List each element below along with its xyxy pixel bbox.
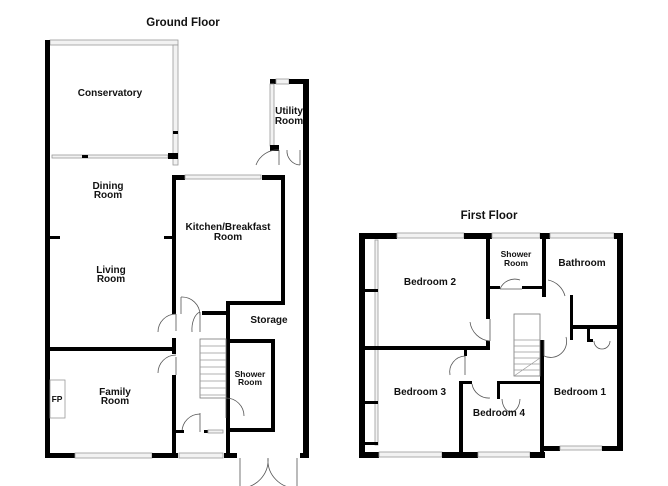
shower-room-door[interactable] (225, 397, 245, 418)
bedroom4-door[interactable] (471, 383, 491, 399)
room-label-family: Family (99, 387, 131, 398)
room-label-conservatory: Conservatory (78, 88, 143, 99)
first-floor-title: First Floor (461, 210, 518, 222)
room-label-storage: Storage (250, 315, 288, 326)
french-doors[interactable] (239, 457, 298, 486)
family-room-door[interactable] (157, 354, 177, 375)
first-floor-stairs (513, 313, 541, 377)
utility-door[interactable] (255, 149, 301, 166)
bedroom4-cupboard-doors[interactable] (501, 398, 521, 413)
wardrobe-fronts (374, 239, 379, 446)
utility-window-side (269, 83, 275, 147)
bedroom1-cupboard-doors[interactable] (593, 340, 611, 350)
fireplace (49, 379, 66, 419)
room-label-living: Room (97, 274, 125, 285)
room-label-bedroom1: Bedroom 1 (554, 387, 607, 398)
room-label-shower: Shower (235, 369, 266, 379)
shower-room-door[interactable] (499, 278, 522, 290)
hall-window (178, 452, 224, 459)
room-label-living: Living (96, 265, 125, 276)
room-label-bathroom: Bathroom (558, 258, 605, 269)
shower-room-window (491, 232, 541, 239)
wall-right (303, 79, 309, 458)
bathroom-door[interactable] (547, 279, 566, 297)
wall-left (45, 40, 50, 458)
conservatory-window-side (172, 44, 179, 166)
room-label-shower: Room (504, 258, 529, 268)
room-label-utility: Utility (275, 106, 303, 117)
kitchen-wall-left (172, 175, 176, 314)
first-floor-plan: First Floor (359, 210, 623, 458)
ground-floor-title: Ground Floor (146, 17, 220, 29)
room-label-kitchen: Room (214, 232, 242, 243)
kitchen-door[interactable] (180, 296, 201, 316)
understairs-door[interactable] (191, 311, 201, 333)
hall-cupboard-door[interactable] (181, 413, 201, 433)
ground-floor-stairs (199, 338, 227, 399)
room-label-family: Room (101, 396, 129, 407)
bedroom1-door[interactable] (543, 336, 567, 358)
room-label-bedroom3: Bedroom 3 (394, 387, 447, 398)
conservatory-sliding-doors (51, 154, 169, 159)
conservatory-window-top (49, 39, 179, 46)
room-label-kitchen: Kitchen/Breakfast (185, 222, 271, 233)
room-label-shower: Room (238, 377, 263, 387)
room-label-dining: Dining (92, 181, 123, 192)
room-label-shower: Shower (501, 249, 532, 259)
bedroom2-door[interactable] (469, 319, 491, 342)
living-room-door[interactable] (157, 313, 177, 333)
bathroom-window (549, 232, 615, 239)
bedroom4-window (477, 451, 531, 458)
room-label-bedroom4: Bedroom 4 (473, 408, 526, 419)
room-label-utility: Room (275, 116, 303, 127)
room-label-dining: Room (94, 190, 122, 201)
utility-window (275, 78, 290, 85)
bedroom3-door[interactable] (449, 355, 466, 376)
fireplace-label: FP (52, 394, 63, 404)
ground-floor-plan: Ground Floor (45, 17, 309, 486)
family-room-window (74, 452, 153, 459)
kitchen-window (184, 174, 262, 180)
bedroom2-window (396, 232, 465, 239)
room-label-bedroom2: Bedroom 2 (404, 277, 457, 288)
bedroom1-window (559, 445, 603, 451)
bedroom3-window (378, 451, 443, 458)
